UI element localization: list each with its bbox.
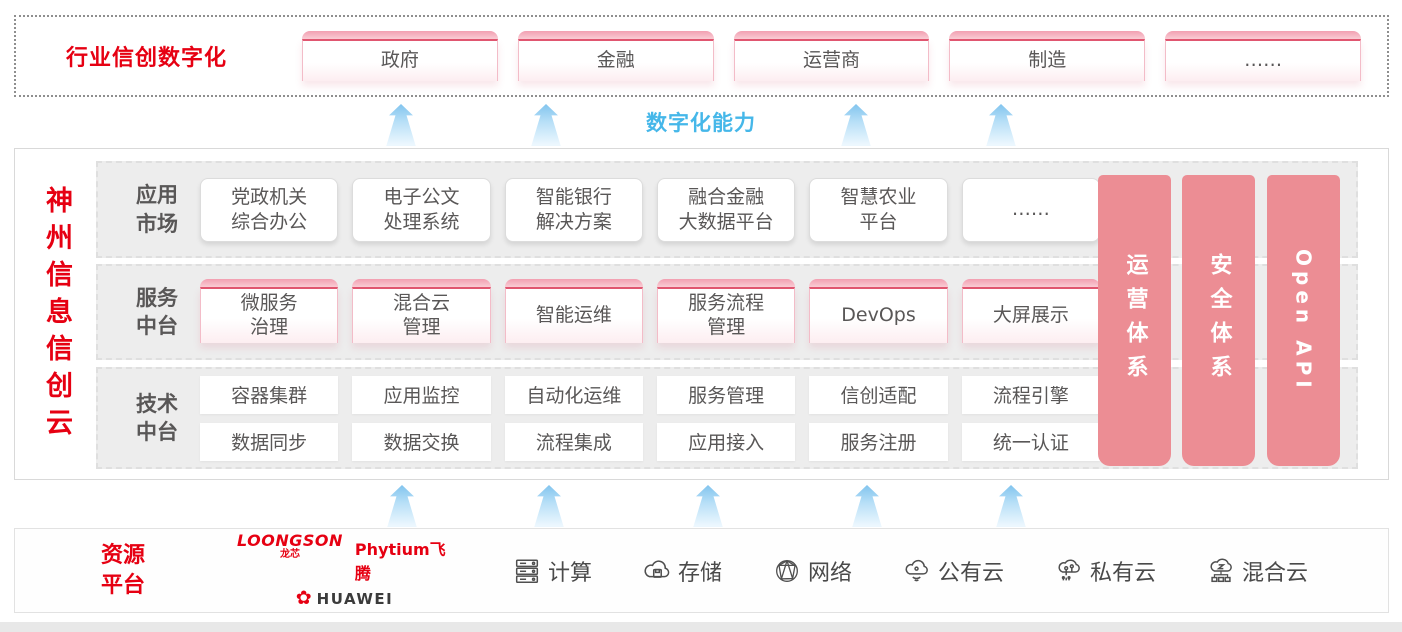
resource-item-private-cloud: 私有云 [1054, 555, 1156, 587]
resource-item-hybrid-cloud: 混合云 [1206, 555, 1308, 587]
service-box: DevOps [809, 279, 948, 343]
app-box: 党政机关 综合办公 [200, 177, 339, 242]
resource-item-label: 公有云 [938, 560, 1005, 586]
tech-box: 数据同步 [200, 422, 339, 461]
public-cloud-icon [902, 556, 932, 586]
huawei-flower-icon: ✿ [295, 587, 312, 609]
pillar-operations-system: 运营体系 [1098, 175, 1171, 466]
pillar-label: Open API [1291, 248, 1316, 393]
pillar-label: 安全体系 [1206, 252, 1232, 389]
up-arrow-icon [534, 485, 564, 527]
huawei-wordmark: HUAWEI [316, 589, 394, 608]
up-arrow-icon [852, 485, 882, 527]
industry-box-more: …… [1165, 31, 1361, 81]
service-box: 微服务 治理 [200, 279, 339, 343]
tech-middle-items: 容器集群 应用监控 自动化运维 服务管理 信创适配 流程引擎 数据同步 数据交换… [200, 375, 1100, 461]
industry-box-manufacturing: 制造 [949, 31, 1146, 81]
industry-box-government: 政府 [302, 31, 498, 81]
capability-label: 数字化能力 [646, 111, 756, 135]
resource-item-compute: 计算 [512, 555, 592, 587]
loongson-logo: LOONGSON 龙芯 [237, 533, 343, 560]
industry-box-list: 政府 金融 运营商 制造 …… [302, 31, 1361, 81]
resource-item-network: 网络 [772, 555, 852, 587]
network-icon [772, 556, 802, 586]
up-arrow-icon [996, 485, 1026, 527]
pillar-security-system: 安全体系 [1182, 175, 1255, 466]
tech-box: 流程引擎 [961, 375, 1100, 414]
loongson-wordmark: LOONGSON [237, 531, 343, 550]
tech-box: 服务注册 [809, 422, 948, 461]
resource-item-public-cloud: 公有云 [902, 555, 1004, 587]
service-middle-label: 服务 中台 [136, 285, 178, 338]
tech-middle-label: 技术 中台 [136, 391, 178, 444]
resource-item-label: 网络 [808, 560, 853, 586]
platform-panel: 神州信息信创云 应用 市场 党政机关 综合办公 电子公文 处理系统 智能银行 解… [14, 148, 1389, 480]
capability-arrow-row-top: 数字化能力 [0, 100, 1402, 148]
resource-platform-label: 资源 平台 [101, 542, 146, 598]
bottom-divider [0, 622, 1402, 632]
app-box: 融合金融 大数据平台 [656, 177, 796, 242]
vendor-logos: LOONGSON 龙芯 Phytium飞腾 ✿ HUAWEI [237, 533, 452, 608]
app-box-more: …… [961, 177, 1100, 242]
app-market-items: 党政机关 综合办公 电子公文 处理系统 智能银行 解决方案 融合金融 大数据平台… [200, 177, 1100, 242]
platform-title: 神州信息信创云 [41, 185, 72, 445]
tech-box: 流程集成 [504, 422, 643, 461]
tech-box: 自动化运维 [504, 375, 643, 414]
industry-box-operator: 运营商 [733, 31, 930, 81]
tech-box: 应用监控 [352, 375, 491, 414]
up-arrow-icon [386, 104, 416, 146]
up-arrow-icon [387, 485, 417, 527]
loongson-cn-wordmark: 龙芯 [279, 549, 300, 560]
tech-box: 数据交换 [352, 422, 491, 461]
up-arrow-icon [841, 104, 871, 146]
phytium-logo: Phytium飞腾 [354, 540, 446, 583]
app-box: 智能银行 解决方案 [504, 177, 643, 242]
app-box: 电子公文 处理系统 [352, 177, 491, 242]
tech-box: 服务管理 [656, 375, 796, 414]
resource-item-label: 计算 [548, 560, 593, 586]
pillar-open-api: Open API [1267, 175, 1340, 466]
pillar-label: 运营体系 [1122, 252, 1148, 389]
service-box: 混合云 管理 [352, 279, 491, 343]
service-middle-items: 微服务 治理 混合云 管理 智能运维 服务流程 管理 DevOps 大屏展示 [200, 279, 1101, 343]
resource-item-list: 计算 存储 网络 [462, 555, 1358, 587]
compute-icon [512, 556, 542, 586]
up-arrow-icon [986, 104, 1016, 146]
industry-band: 行业信创数字化 政府 金融 运营商 制造 …… [14, 15, 1389, 97]
hybrid-cloud-icon [1206, 556, 1236, 586]
resource-item-label: 存储 [678, 560, 723, 586]
app-market-label: 应用 市场 [136, 183, 178, 236]
service-box: 大屏展示 [961, 279, 1101, 343]
resource-item-label: 私有云 [1090, 560, 1157, 586]
tech-box: 容器集群 [200, 375, 339, 414]
app-box: 智慧农业 平台 [809, 177, 948, 242]
capability-arrow-row-bottom [0, 481, 1402, 527]
tech-box: 统一认证 [961, 422, 1100, 461]
resource-item-storage: 存储 [642, 555, 722, 587]
service-box: 智能运维 [504, 279, 644, 343]
industry-band-title: 行业信创数字化 [66, 46, 228, 71]
storage-icon [642, 556, 672, 586]
service-box: 服务流程 管理 [656, 279, 796, 343]
resource-item-label: 混合云 [1242, 560, 1309, 586]
huawei-logo: ✿ HUAWEI [296, 589, 394, 608]
tech-box: 应用接入 [656, 422, 796, 461]
private-cloud-icon [1054, 556, 1084, 586]
tech-box: 信创适配 [809, 375, 948, 414]
up-arrow-icon [531, 104, 561, 146]
industry-box-finance: 金融 [517, 31, 714, 81]
up-arrow-icon [693, 485, 723, 527]
resource-platform-band: 资源 平台 LOONGSON 龙芯 Phytium飞腾 ✿ HUAWEI [14, 528, 1389, 613]
